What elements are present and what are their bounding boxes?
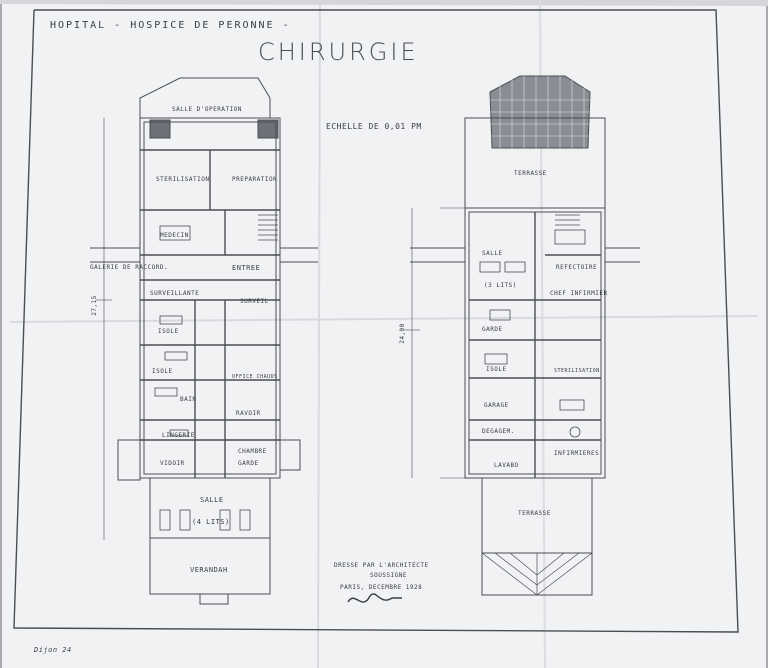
room-isole-2: ISOLE (152, 368, 173, 375)
room-garage: GARAGE (484, 402, 509, 409)
signature-line-1: DRESSE PAR L'ARCHITECTE (334, 562, 429, 569)
archive-stamp: Dijon 24 (34, 646, 72, 654)
signature-line-3: PARIS, DECEMBRE 1928 (340, 584, 423, 591)
signature-line-2: SOUSSIGNE (370, 572, 408, 579)
room-salle-right: SALLE (482, 250, 503, 257)
room-terrasse-top: TERRASSE (514, 170, 547, 177)
institution-heading: HOPITAL - HOSPICE DE PERONNE - (50, 20, 291, 31)
room-surveillant: SURVEILLANTE (150, 290, 200, 297)
room-preparation: PREPARATION (232, 176, 278, 183)
left-floor-plan (90, 77, 318, 605)
frame-border (13, 9, 739, 633)
room-entree: ENTREE (232, 264, 261, 272)
room-degage: DEGAGEM. (482, 428, 515, 435)
room-sterilisation: STERILISATION (156, 176, 210, 183)
room-lavabo: LAVABO (494, 462, 519, 469)
room-salle-operation: SALLE D'OPERATION (172, 106, 242, 113)
corridor-galerie: GALERIE DE RACCORD. (90, 264, 169, 271)
room-vidoir: VIDOIR (160, 460, 185, 467)
room-ravoir: RAVOIR (236, 410, 261, 417)
room-office: OFFICE CHAUDS (232, 374, 278, 380)
room-lingerie: LINGERIE (162, 432, 195, 439)
room-garde: GARDE (238, 460, 259, 467)
scale-label: ECHELLE DE 0,01 PM (326, 122, 422, 131)
room-refectoire: REFECTOIRE (556, 264, 598, 271)
right-floor-plan (404, 75, 640, 596)
dimension-left: 27,15 (90, 295, 98, 316)
room-veranda: VERANDAH (190, 566, 228, 574)
room-isole-1: ISOLE (158, 328, 179, 335)
architect-signature (347, 593, 402, 603)
room-medecin: MEDECIN (160, 232, 189, 239)
dimension-right: 24,00 (398, 323, 406, 344)
room-chef: CHEF INFIRMIER (550, 290, 608, 297)
room-lits-right: (3 LITS) (484, 282, 517, 289)
room-salle: SALLE (200, 496, 224, 504)
room-infirmieres: INFIRMIERES (554, 450, 600, 457)
room-bain: BAIN (180, 396, 197, 403)
room-surveil: SURVEIL (240, 298, 269, 305)
room-chambre: CHAMBRE (238, 448, 267, 455)
room-terrasse-bottom: TERRASSE (518, 510, 551, 517)
drawing-title: CHIRURGIE (258, 38, 419, 66)
room-lits: (4 LITS) (192, 518, 230, 526)
room-isole-right: ISOLE (486, 366, 507, 373)
room-garde-right: GARDE (482, 326, 503, 333)
room-sterilisation-right: STERILISATION (554, 368, 600, 374)
